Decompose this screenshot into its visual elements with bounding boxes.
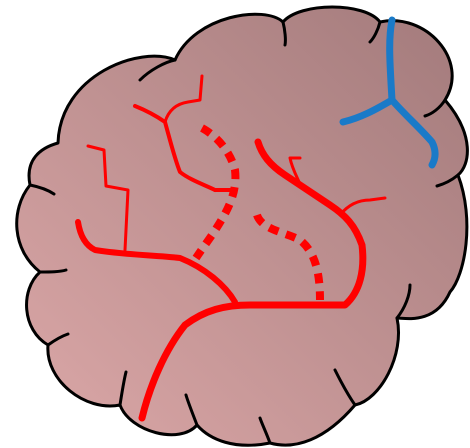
organ-body: [17, 7, 468, 445]
